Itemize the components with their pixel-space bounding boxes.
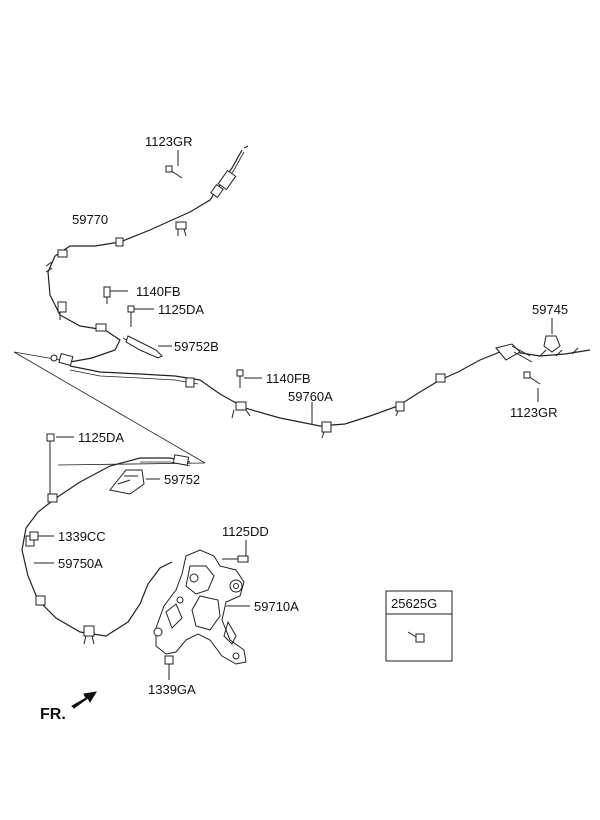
bracket-59752: [109, 469, 160, 495]
bolt-1123gr-top: [165, 150, 183, 179]
assembly-guide-lines: [13, 351, 206, 466]
nut-1339ga: [164, 655, 174, 680]
label-1140fb-upper: 1140FB: [136, 284, 181, 299]
label-1339ga: 1339GA: [148, 682, 196, 697]
label-59752: 59752: [164, 472, 200, 487]
label-59752b: 59752B: [174, 339, 219, 354]
bolt-1125da-lower: [46, 433, 74, 494]
label-59770: 59770: [72, 212, 108, 227]
bolt-1125da-upper: [127, 305, 154, 327]
label-59745: 59745: [532, 302, 568, 317]
box-25625g: [385, 590, 453, 662]
label-59710a: 59710A: [254, 599, 299, 614]
clip-59745: [543, 318, 561, 353]
nut-1339cc: [29, 531, 54, 541]
bolt-1140fb-mid: [236, 369, 262, 388]
label-front: FR.: [40, 706, 66, 723]
bolt-1140fb-upper: [103, 286, 128, 304]
cable-59770: [45, 145, 249, 366]
label-1125dd: 1125DD: [222, 524, 269, 539]
label-1339cc: 1339CC: [58, 529, 106, 544]
label-59760a: 59760A: [288, 389, 333, 404]
cable-59750a: [21, 454, 191, 645]
bolt-25625g-icon: [407, 631, 425, 643]
bolt-1123gr-right: [523, 371, 541, 402]
label-59750a: 59750A: [58, 556, 103, 571]
label-1140fb-mid: 1140FB: [266, 371, 311, 386]
parking-brake-pedal-59710a: [153, 549, 250, 665]
bolt-1125dd: [222, 540, 249, 563]
cable-59760a: [69, 343, 591, 439]
label-1125da-lower: 1125DA: [78, 430, 124, 445]
label-1125da-upper: 1125DA: [158, 302, 204, 317]
bracket-59752b: [125, 335, 172, 359]
label-1123gr-top: 1123GR: [145, 134, 192, 149]
label-25625g: 25625G: [391, 596, 437, 611]
label-1123gr-right: 1123GR: [510, 405, 557, 420]
front-arrow-icon: [71, 691, 97, 709]
